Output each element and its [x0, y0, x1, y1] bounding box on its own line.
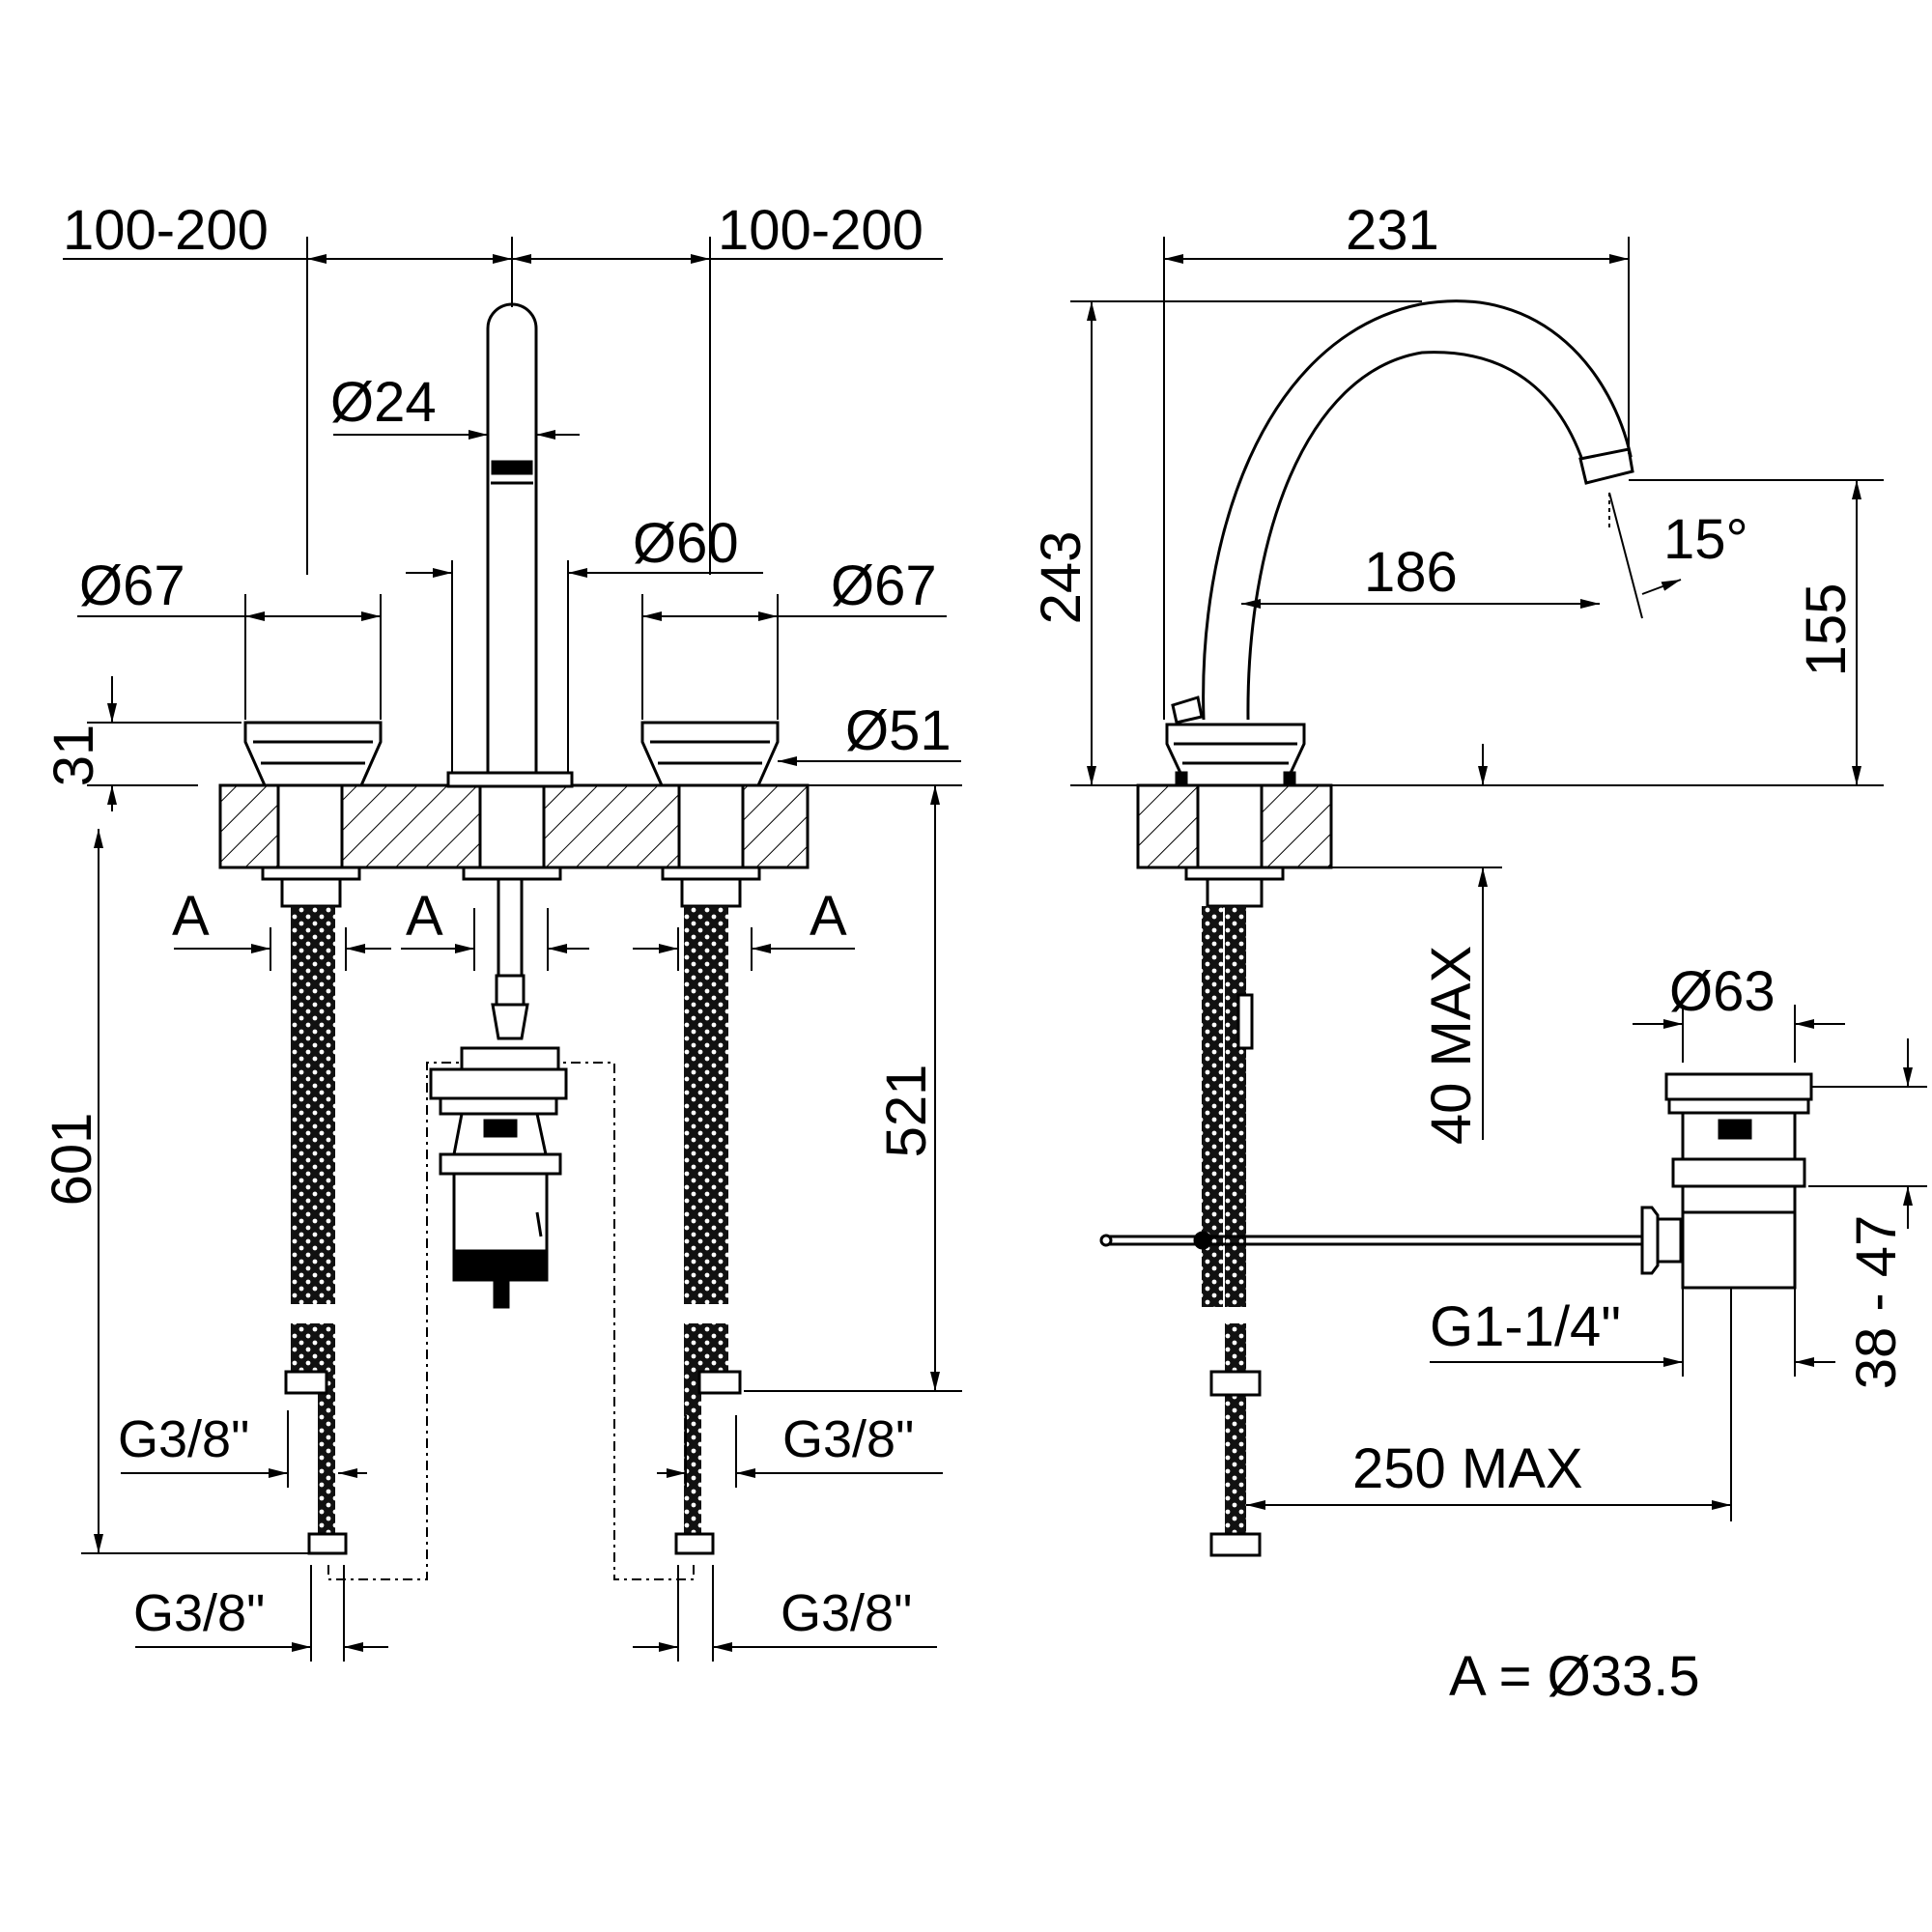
- hose-length-inner-label: 521: [875, 1065, 938, 1158]
- hose-nuts-front: [284, 1370, 742, 1555]
- waste-thread-label: G1-1/4": [1430, 1295, 1621, 1358]
- outlet-height-label: 155: [1795, 583, 1858, 677]
- side-view: [1070, 237, 1927, 1557]
- waste-height-label: 38 - 47: [1845, 1215, 1908, 1390]
- side-labels: 231 243 186 15° 155 40 MAX Ø63 38 - 47 G…: [1030, 199, 1908, 1500]
- hole-size-note: A = Ø33.5: [1449, 1645, 1700, 1708]
- spacing-right-label: 100-200: [718, 199, 923, 262]
- spout-reach-label: 231: [1346, 199, 1439, 262]
- rod-length-label: 250 MAX: [1352, 1437, 1583, 1500]
- hoses-front: [291, 906, 728, 1546]
- side-dimension-lines: [1070, 237, 1927, 1521]
- deck-thickness-label: 40 MAX: [1420, 946, 1483, 1145]
- hose-length-total-label: 601: [41, 1113, 103, 1207]
- spout-base-diameter-label: Ø60: [633, 512, 739, 575]
- handle-right-diameter-label: Ø67: [831, 554, 937, 617]
- pop-up-waste-side: [1099, 1072, 1813, 1290]
- front-deck: [218, 783, 810, 869]
- thread-upper-right-label: G3/8": [782, 1410, 914, 1468]
- hose-nuts-side: [1209, 993, 1262, 1557]
- side-deck: [1136, 783, 1333, 869]
- lever-reach-label: 186: [1364, 541, 1458, 604]
- spout-side: [1165, 299, 1634, 908]
- handle-left-diameter-label: Ø67: [79, 554, 185, 617]
- spacing-left-label: 100-200: [63, 199, 269, 262]
- hole-left-label: A: [172, 885, 210, 948]
- front-labels: 100-200 100-200 Ø24 Ø60 Ø67 Ø67 Ø51 31 6…: [41, 199, 952, 1642]
- front-dimension-lines: [63, 237, 962, 1662]
- spout-diameter-label: Ø24: [330, 371, 437, 434]
- thread-lower-right-label: G3/8": [781, 1584, 912, 1642]
- rod-links: [327, 1062, 695, 1580]
- spout-height-label: 243: [1030, 531, 1093, 625]
- right-handle: [640, 721, 780, 908]
- hole-center-label: A: [406, 885, 443, 948]
- handle-height-label: 31: [43, 724, 105, 787]
- outlet-angle-label: 15°: [1663, 508, 1748, 571]
- left-handle: [243, 721, 383, 908]
- spout-front: [446, 302, 574, 1040]
- handle-base-diameter-label: Ø51: [845, 699, 952, 762]
- waste-front: [429, 1046, 568, 1309]
- front-view: [63, 237, 962, 1662]
- hole-right-label: A: [810, 885, 847, 948]
- thread-upper-left-label: G3/8": [118, 1410, 249, 1468]
- waste-diameter-label: Ø63: [1669, 960, 1776, 1023]
- thread-lower-left-label: G3/8": [133, 1584, 265, 1642]
